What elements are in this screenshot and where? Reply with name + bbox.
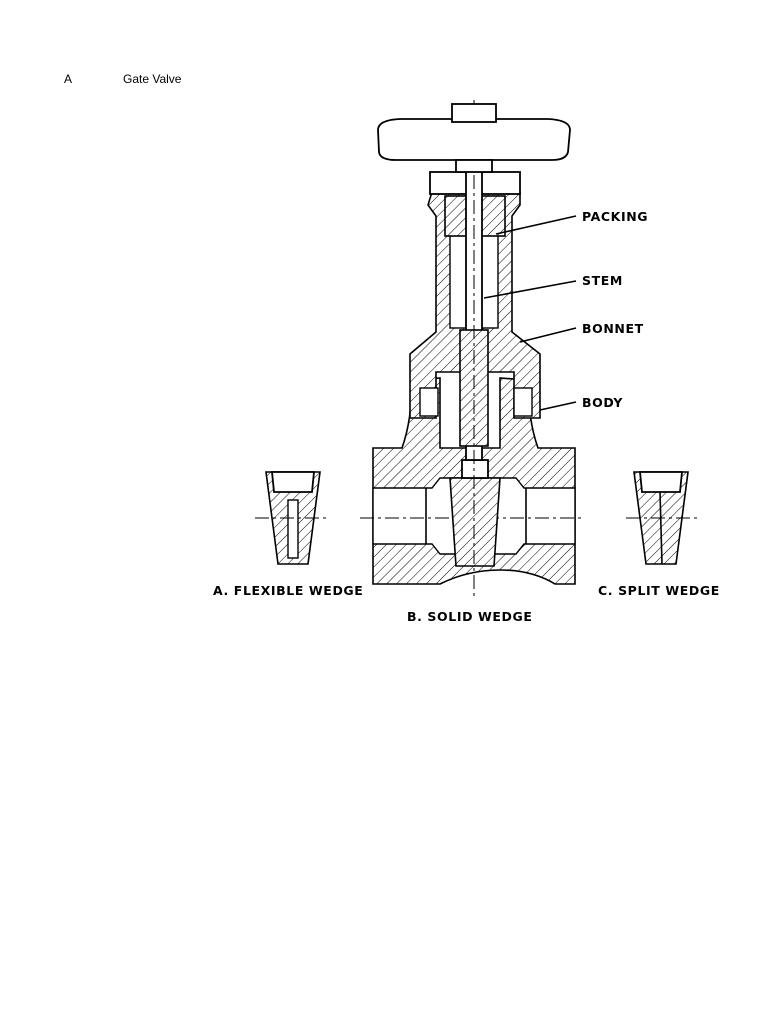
handwheel xyxy=(377,118,571,161)
flexible-wedge-head xyxy=(271,471,315,493)
bonnet-right-cavity xyxy=(513,387,533,417)
bonnet-left-cavity xyxy=(419,387,439,417)
section-letter: A xyxy=(64,72,73,86)
label-packing: PACKING xyxy=(582,209,648,224)
label-stem: STEM xyxy=(582,273,623,288)
body-leader xyxy=(539,401,577,411)
caption-solid-wedge: B. SOLID WEDGE xyxy=(407,609,533,624)
bonnet-leader xyxy=(519,327,577,343)
split-wedge-head xyxy=(639,471,683,493)
section-title: Gate Valve xyxy=(123,72,182,86)
caption-split-wedge: C. SPLIT WEDGE xyxy=(598,583,720,598)
flexible-wedge-slot xyxy=(287,499,299,559)
handwheel-nut xyxy=(451,103,497,123)
wedge-stem-connector xyxy=(461,459,489,479)
packing-leader xyxy=(495,215,577,235)
handwheel-hub xyxy=(455,159,493,173)
stem-leader xyxy=(483,280,577,299)
caption-flexible-wedge: A. FLEXIBLE WEDGE xyxy=(213,583,363,598)
split-wedge-joint xyxy=(659,491,663,565)
solid-wedge xyxy=(449,477,501,567)
label-bonnet: BONNET xyxy=(582,321,644,336)
label-body: BODY xyxy=(582,395,623,410)
